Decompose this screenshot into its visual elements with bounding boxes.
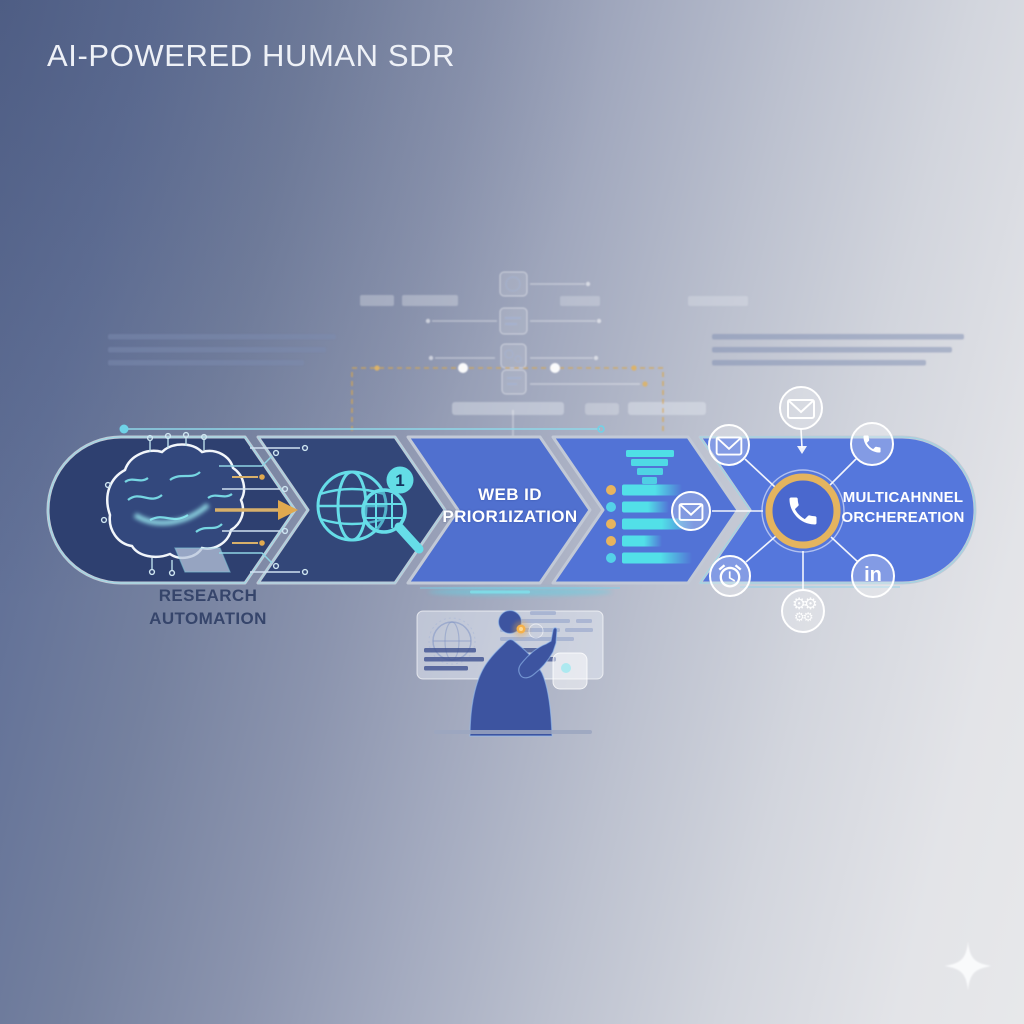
ghost-workflow-decor — [108, 271, 964, 437]
stage-label-multichannel-orchestration: MULTICAHNNEL ORCHEREATION — [840, 488, 966, 528]
gold-flow-arrow — [215, 500, 298, 520]
cyan-guide-line — [119, 424, 605, 434]
envelope-icon — [787, 399, 815, 419]
holo-touch-button — [552, 652, 588, 690]
linkedin-icon: in — [864, 564, 882, 586]
stage-label-web-id-prioritization: WEB ID PRIOR1IZATION — [410, 484, 610, 528]
stage-label-line1: WEB ID — [478, 485, 542, 504]
circuit-traces — [215, 444, 309, 576]
person-holo-scene — [416, 588, 612, 737]
gears-icon: ⚙⚙ — [794, 610, 813, 624]
envelope-icon — [715, 436, 743, 456]
stage-label-line2: PRIOR1IZATION — [442, 507, 578, 526]
stage-label-line2: ORCHEREATION — [841, 509, 965, 526]
gears-icon: ⚙⚙ — [792, 596, 818, 613]
desk-line — [434, 730, 592, 734]
page-title: AI-POWERED HUMAN SDR — [47, 38, 456, 73]
priority-badge — [386, 466, 414, 494]
phone-hub-icon — [671, 386, 895, 633]
stage-label-research-automation: RESEARCH AUTOMATION — [98, 584, 318, 630]
envelope-icon — [678, 503, 704, 521]
stage-label-line2: AUTOMATION — [149, 609, 267, 628]
stage-research-automation-shape — [46, 435, 297, 585]
phone-handset-icon — [789, 497, 817, 525]
alarm-clock-icon — [718, 564, 742, 588]
person-silhouette — [469, 609, 558, 737]
funnel-list-icon — [606, 450, 694, 564]
globe-magnifier-icon — [316, 466, 424, 554]
stage-label-line1: RESEARCH — [158, 586, 258, 605]
stage-web-id-prioritization-shape — [406, 435, 592, 585]
priority-badge-number: 1 — [395, 471, 405, 490]
phone-icon — [863, 435, 881, 453]
sparkle-logo-icon — [945, 942, 991, 990]
brain-circuit-icon — [100, 431, 246, 577]
stage-label-line1: MULTICAHNNEL — [842, 489, 964, 506]
